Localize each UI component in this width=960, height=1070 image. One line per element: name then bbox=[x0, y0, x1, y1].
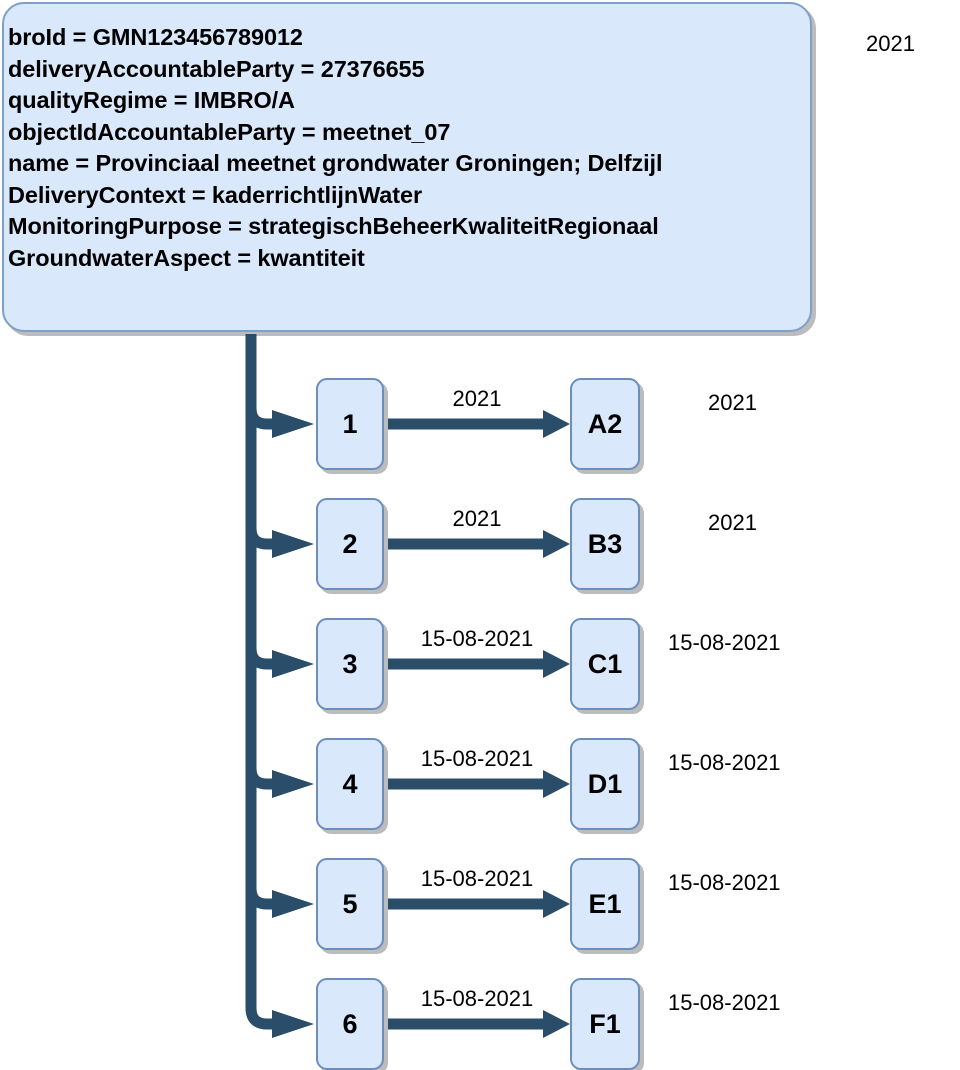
arrowhead bbox=[272, 410, 314, 438]
root-attribute-line: MonitoringPurpose = strategischBeheerKwa… bbox=[8, 213, 659, 239]
branch-elbow bbox=[245, 767, 272, 790]
tube-node-f1[interactable]: F1 bbox=[570, 978, 640, 1070]
root-attribute-line: qualityRegime = IMBRO/A bbox=[8, 87, 295, 113]
edge-label-2: 2021 bbox=[452, 506, 502, 531]
measurement-node-5[interactable]: 5 bbox=[316, 858, 384, 950]
branch-elbow bbox=[245, 527, 272, 550]
tube-node-d1[interactable]: D1 bbox=[570, 738, 640, 830]
tube-node-a2[interactable]: A2 bbox=[570, 378, 640, 470]
root-attribute-line: DeliveryContext = kaderrichtlijnWater bbox=[8, 181, 422, 208]
measurement-node-1[interactable]: 1 bbox=[316, 378, 384, 470]
tube-node-b3[interactable]: B3 bbox=[570, 498, 640, 590]
branch-elbow bbox=[245, 887, 272, 910]
edge-label-4: 15-08-2021 bbox=[420, 746, 534, 771]
measurement-node-3[interactable]: 3 bbox=[316, 618, 384, 710]
arrowhead bbox=[272, 650, 314, 678]
row-side-label-4: 15-08-2021 bbox=[668, 750, 781, 775]
root-attribute-list: broId = GMN123456789012 deliveryAccounta… bbox=[8, 22, 800, 274]
arrowhead bbox=[272, 890, 314, 918]
root-side-label: 2021 bbox=[866, 31, 915, 56]
root-attribute-line: objectIdAccountableParty = meetnet_07 bbox=[8, 118, 451, 145]
root-attribute-line: broId = GMN123456789012 bbox=[8, 24, 303, 50]
arrowhead bbox=[543, 650, 570, 678]
tube-node-c1[interactable]: C1 bbox=[570, 618, 640, 710]
measurement-node-6[interactable]: 6 bbox=[316, 978, 384, 1070]
branch-arrowheads bbox=[272, 410, 314, 1038]
row-side-label-2: 2021 bbox=[708, 510, 757, 535]
measurement-node-2[interactable]: 2 bbox=[316, 498, 384, 590]
arrowhead bbox=[543, 530, 570, 558]
root-attribute-line: name = Provinciaal meetnet grondwater Gr… bbox=[8, 150, 663, 176]
arrowhead bbox=[543, 410, 570, 438]
row-arrowheads bbox=[543, 410, 570, 1038]
edge-label-1: 2021 bbox=[452, 386, 502, 411]
branch-elbow bbox=[245, 647, 272, 670]
row-side-label-6: 15-08-2021 bbox=[668, 990, 781, 1015]
root-attribute-line: GroundwaterAspect = kwantiteit bbox=[8, 244, 365, 271]
trunk-line bbox=[245, 334, 272, 1030]
branch-elbows bbox=[245, 407, 272, 910]
arrowhead bbox=[543, 890, 570, 918]
arrowhead bbox=[543, 770, 570, 798]
branch-elbow bbox=[245, 407, 272, 430]
edge-label-3: 15-08-2021 bbox=[420, 626, 534, 651]
tube-node-e1[interactable]: E1 bbox=[570, 858, 640, 950]
measurement-node-4[interactable]: 4 bbox=[316, 738, 384, 830]
arrowhead bbox=[272, 770, 314, 798]
row-side-label-5: 15-08-2021 bbox=[668, 870, 781, 895]
arrowhead bbox=[272, 1010, 314, 1038]
root-info-box[interactable]: broId = GMN123456789012 deliveryAccounta… bbox=[2, 2, 812, 332]
row-side-label-3: 15-08-2021 bbox=[668, 630, 781, 655]
arrowhead bbox=[543, 1010, 570, 1038]
edge-label-6: 15-08-2021 bbox=[420, 986, 534, 1011]
row-side-label-1: 2021 bbox=[708, 390, 757, 415]
root-attribute-line: deliveryAccountableParty = 27376655 bbox=[8, 55, 425, 82]
edge-label-5: 15-08-2021 bbox=[420, 866, 534, 891]
arrowhead bbox=[272, 530, 314, 558]
